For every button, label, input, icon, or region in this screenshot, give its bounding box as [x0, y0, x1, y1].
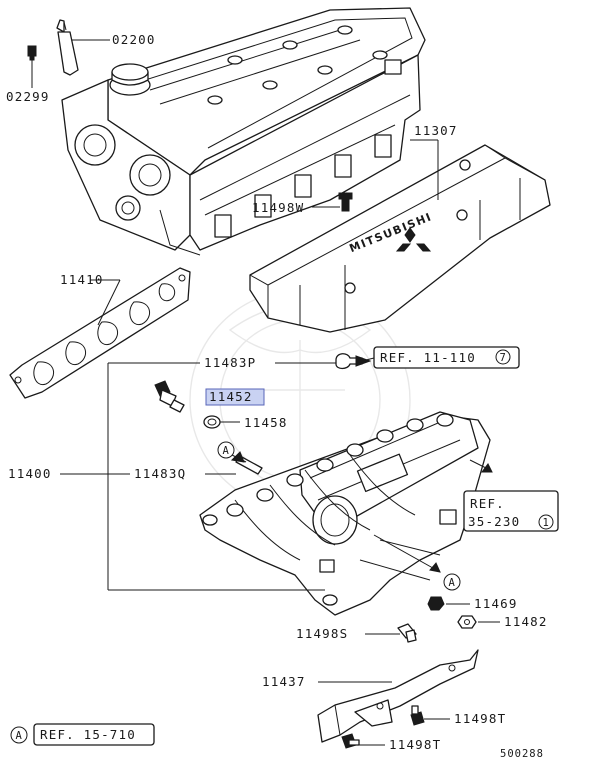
label-11482: 11482 [504, 614, 548, 629]
ref-15-710-text: REF. 15-710 [40, 727, 136, 742]
label-11307: 11307 [414, 123, 458, 138]
brand-logo-icon [395, 227, 432, 252]
ref-box-35-230[interactable]: REF. 35-230 1 [463, 490, 559, 532]
label-11469: 11469 [474, 596, 518, 611]
cylinder-head-drawing [61, 7, 426, 256]
label-11437: 11437 [262, 674, 306, 689]
ref-11-110-number: 7 [500, 352, 507, 364]
label-11410: 11410 [60, 272, 104, 287]
label-11400: 11400 [8, 466, 52, 481]
bolt-11498w [338, 192, 353, 212]
label-11498t-lower: 11498T [389, 737, 441, 752]
nut-11482-drawing [457, 615, 477, 629]
highlight-11452 [205, 388, 265, 406]
ref-35-230-line2: 35-230 [468, 514, 520, 529]
sensor-02200-drawing [56, 19, 79, 76]
ref-15-710-marker: A [16, 730, 23, 742]
marker-a-bottom: A [443, 573, 461, 591]
label-11483p: 11483P [204, 355, 256, 370]
ref-35-230-line1: REF. [470, 496, 505, 511]
ref-box-11-110[interactable]: REF. 11-110 7 [373, 346, 520, 369]
bracket-11437-drawing [317, 649, 479, 743]
manifold-flange-bosses [202, 413, 454, 606]
label-11498s: 11498S [296, 626, 348, 641]
intake-manifold-drawing [199, 411, 491, 616]
label-11458: 11458 [244, 415, 288, 430]
marker-a-top: A [217, 441, 235, 459]
head-bolts [207, 25, 388, 105]
oring-11458-drawing [203, 415, 221, 429]
label-02299: 02299 [6, 89, 50, 104]
ref-11-110-text: REF. 11-110 [380, 350, 476, 365]
oil-filler-cap [109, 63, 151, 96]
nut-11469-drawing [427, 596, 445, 611]
label-02200: 02200 [112, 32, 156, 47]
bolt-11498t-lower-drawing [341, 733, 360, 749]
bolt-11498s-drawing [397, 623, 417, 643]
gasket-11410-drawing [9, 267, 191, 399]
label-11498w: 11498W [252, 200, 304, 215]
svg-text:A: A [223, 445, 230, 457]
stud-11483q-drawing [230, 451, 263, 475]
label-11498t-upper: 11498T [454, 711, 506, 726]
ref-35-230-number: 1 [543, 517, 550, 529]
ref-box-15-710[interactable]: A REF. 15-710 [10, 723, 155, 746]
label-11452: 11452 [209, 389, 253, 404]
engine-cover-drawing: MITSUBISHI [249, 144, 551, 333]
sensor-11452-drawing [154, 380, 185, 413]
fitting-11483p [335, 353, 372, 370]
arrow-heads [429, 463, 493, 573]
label-11483q: 11483Q [134, 466, 186, 481]
diagram-id: 500288 [500, 748, 544, 760]
svg-text:A: A [449, 577, 456, 589]
bolt-11498t-upper-drawing [410, 705, 425, 726]
bolt-02299-drawing [27, 45, 37, 61]
